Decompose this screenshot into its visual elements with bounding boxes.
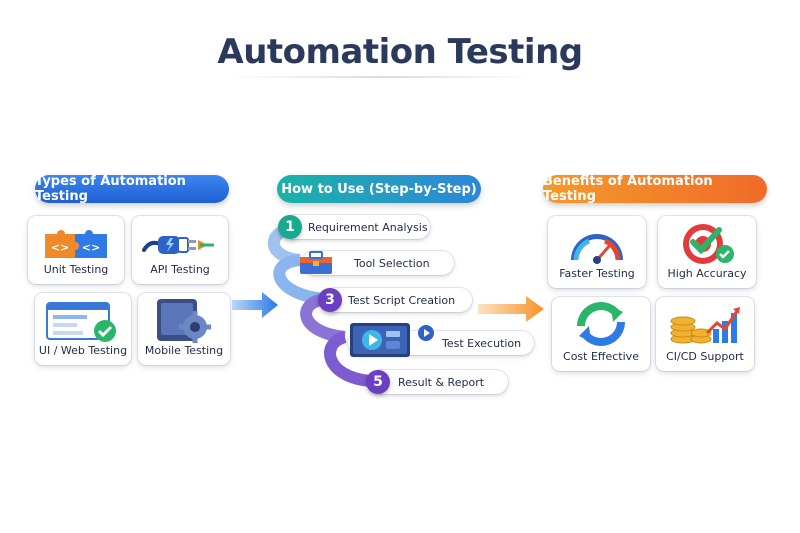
type-card-mobile: Mobile Testing <box>138 293 230 365</box>
benefit-label: Cost Effective <box>563 350 639 363</box>
browser-check-icon <box>46 302 116 342</box>
step-number: 3 <box>318 288 342 312</box>
speedometer-icon <box>571 234 623 264</box>
step-number: 5 <box>366 370 390 394</box>
target-check-icon <box>683 224 734 264</box>
arrow-right-icon <box>478 296 544 322</box>
type-card-ui-web: UI / Web Testing <box>35 293 131 365</box>
step-2: Tool Selection <box>300 251 454 275</box>
mobile-gear-icon <box>157 299 211 343</box>
type-card-api: API Testing <box>132 216 228 284</box>
toolbox-icon <box>300 251 332 274</box>
puzzle-code-icon: <> <> <box>45 230 107 258</box>
type-label: UI / Web Testing <box>38 344 128 357</box>
title-underline <box>230 76 535 78</box>
benefit-card-cost: Cost Effective <box>552 297 650 371</box>
step-1: 1 Requirement Analysis <box>278 215 430 239</box>
step-3: 3 Test Script Creation <box>318 288 472 312</box>
benefit-label: CI/CD Support <box>666 350 744 363</box>
play-video-icon <box>350 323 434 357</box>
steps-header: How to Use (Step-by-Step) <box>277 175 481 203</box>
step-number: 1 <box>278 215 302 239</box>
step-5: 5 Result & Report <box>366 370 508 394</box>
page-title: Automation Testing <box>217 32 583 72</box>
svg-text:<>: <> <box>82 241 100 254</box>
benefit-label: High Accuracy <box>667 267 747 280</box>
step-label: Tool Selection <box>354 256 430 270</box>
benefit-card-faster: Faster Testing <box>548 216 646 288</box>
step-4: Test Execution <box>348 323 534 357</box>
step-label: Requirement Analysis <box>308 220 428 234</box>
coins-chart-icon <box>670 307 740 344</box>
type-label: Mobile Testing <box>144 344 224 357</box>
type-label: API Testing <box>150 263 210 276</box>
plug-icon <box>142 236 214 254</box>
benefit-card-cicd: CI/CD Support <box>656 297 754 371</box>
benefit-label: Faster Testing <box>559 267 635 280</box>
benefit-card-accuracy: High Accuracy <box>658 216 756 288</box>
svg-text:<>: <> <box>51 241 69 254</box>
cycle-arrows-icon <box>577 302 625 346</box>
step-label: Test Execution <box>442 336 522 350</box>
type-label: Unit Testing <box>43 263 109 276</box>
type-card-unit: <> <> Unit Testing <box>28 216 124 284</box>
step-label: Result & Report <box>398 375 485 389</box>
benefits-header: Benefits of Automation Testing <box>543 174 767 204</box>
step-label: Test Script Creation <box>348 293 456 307</box>
types-header: Types of Automation Testing <box>35 174 229 204</box>
arrow-right-icon <box>232 292 278 318</box>
